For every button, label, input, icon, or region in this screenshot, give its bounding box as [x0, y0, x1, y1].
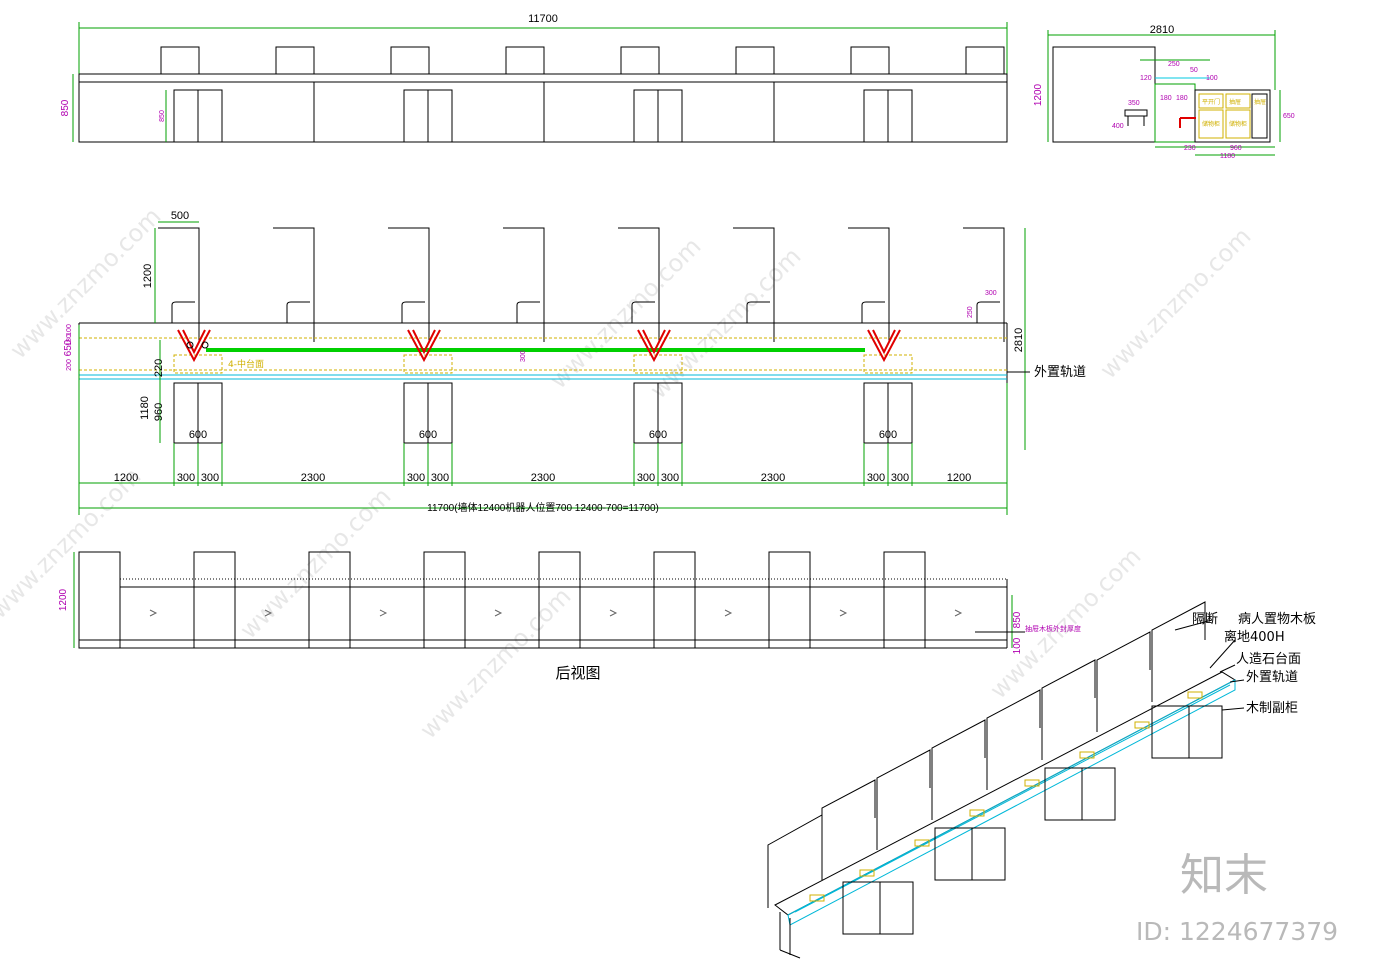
plan-top-dim: 500 [171, 210, 189, 222]
cab-dim: 600 [649, 429, 667, 441]
rear-view [73, 551, 1025, 649]
cabinet-label: 平开门 [1202, 98, 1220, 106]
plan-left-dim: 960 [153, 403, 165, 421]
plan-cab-dims: 600 600 600 600 [189, 429, 897, 441]
side-width-dim: 2810 [1150, 24, 1174, 36]
iso-labels: 隔断 病人置物木板 离地400H 人造石台面 外置轨道 木制副柜 [1192, 612, 1316, 716]
side-dim: 100 [1206, 75, 1218, 82]
plan-bottom-dims: 1200 300 300 2300 300 300 2300 300 300 2… [114, 472, 971, 484]
side-dim: 180 [1160, 95, 1172, 102]
side-small-dims: 250 120 50 100 180 180 350 400 650 230 9… [1112, 61, 1295, 160]
front-height-dim: 850 [60, 99, 71, 116]
side-cabinet-labels: 平开门 抽屉 抽屉 储物柜 储物柜 [1202, 98, 1266, 128]
rear-view-title: 后视图 [555, 664, 600, 682]
bottom-dim: 2300 [301, 472, 325, 484]
cab-dim: 600 [879, 429, 897, 441]
front-view [72, 22, 1008, 143]
watermark-text: www.znzmo.com [414, 582, 576, 744]
bottom-dim: 300 [891, 472, 909, 484]
rear-note: 抽屉木板外封厚度 [1025, 624, 1081, 633]
bottom-dim: 2300 [761, 472, 785, 484]
cabinet-label: 储物柜 [1202, 120, 1220, 128]
bottom-dim: 1200 [114, 472, 138, 484]
rail-label: 外置轨道 [1034, 365, 1086, 380]
watermark-text: www.znzmo.com [984, 542, 1146, 704]
cabinet-label: 抽屉 [1254, 98, 1266, 106]
plan-left-dim: 180 [66, 334, 73, 346]
bottom-dim: 300 [431, 472, 449, 484]
side-dim: 250 [1168, 61, 1180, 68]
iso-label: 离地400H [1224, 629, 1285, 645]
plan-view [78, 221, 1030, 515]
plan-total-dim: 11700(墙体12400机器人位置700 12400-700=11700) [427, 501, 659, 514]
side-dim: 120 [1140, 75, 1152, 82]
watermark-text: www.znzmo.com [1094, 222, 1256, 384]
front-width-dim: 11700 [528, 13, 558, 25]
side-dim: 350 [1128, 100, 1140, 107]
bottom-dim: 300 [201, 472, 219, 484]
bottom-dim: 300 [661, 472, 679, 484]
bottom-dim: 300 [177, 472, 195, 484]
bottom-dim: 300 [407, 472, 425, 484]
brand-logo: 知末 [1180, 850, 1268, 901]
side-dim: 400 [1112, 123, 1124, 130]
cabinet-label: 抽屉 [1229, 98, 1241, 106]
iso-view [767, 601, 1245, 959]
side-dim: 960 [1230, 145, 1242, 152]
side-dim: 650 [1283, 113, 1295, 120]
cabinet-label: 储物柜 [1229, 120, 1247, 128]
side-dim: 180 [1176, 95, 1188, 102]
plan-left-dim: 220 [153, 359, 165, 377]
bottom-dim: 1200 [947, 472, 971, 484]
rear-height-dim: 1200 [58, 588, 69, 611]
bottom-dim: 300 [867, 472, 885, 484]
iso-label: 木制副柜 [1246, 701, 1298, 716]
side-dim: 230 [1184, 145, 1196, 152]
side-dim: 1180 [1220, 153, 1235, 160]
watermark-text: www.znzmo.com [234, 482, 396, 644]
plan-mid-dim: 300 [520, 350, 527, 362]
plan-right-height: 2810 [1013, 328, 1025, 352]
iso-label: 外置轨道 [1246, 670, 1298, 685]
plan-yellow-label: 4-中台面 [228, 358, 264, 370]
plan-left-dim: 650 [63, 339, 74, 356]
iso-label: 人造石台面 [1236, 652, 1301, 667]
image-id: ID: 1224677379 [1136, 917, 1338, 946]
plan-partition-height: 1200 [142, 264, 154, 288]
rear-right-dim: 100 [1012, 637, 1023, 654]
watermark-text: www.znzmo.com [0, 462, 147, 624]
plan-left-dim: 100 [66, 324, 73, 336]
cab-dim: 600 [189, 429, 207, 441]
plan-left-dims: 650 100 180 200 220 1180 960 [63, 324, 165, 421]
plan-left-dim: 1180 [139, 396, 151, 420]
cab-dim: 600 [419, 429, 437, 441]
plan-right-small-dim: 250 [967, 306, 974, 318]
bottom-dim: 2300 [531, 472, 555, 484]
front-inner-dim: 850 [159, 110, 166, 122]
rear-right-dim: 850 [1012, 611, 1023, 628]
side-height-dim: 1200 [1033, 83, 1044, 106]
iso-label: 病人置物木板 [1238, 612, 1316, 627]
iso-label: 隔断 [1192, 612, 1218, 627]
bottom-dim: 300 [637, 472, 655, 484]
plan-left-dim: 200 [66, 359, 73, 371]
side-dim: 50 [1190, 67, 1198, 74]
side-view [1047, 30, 1281, 156]
plan-right-small-dim: 300 [985, 290, 997, 297]
